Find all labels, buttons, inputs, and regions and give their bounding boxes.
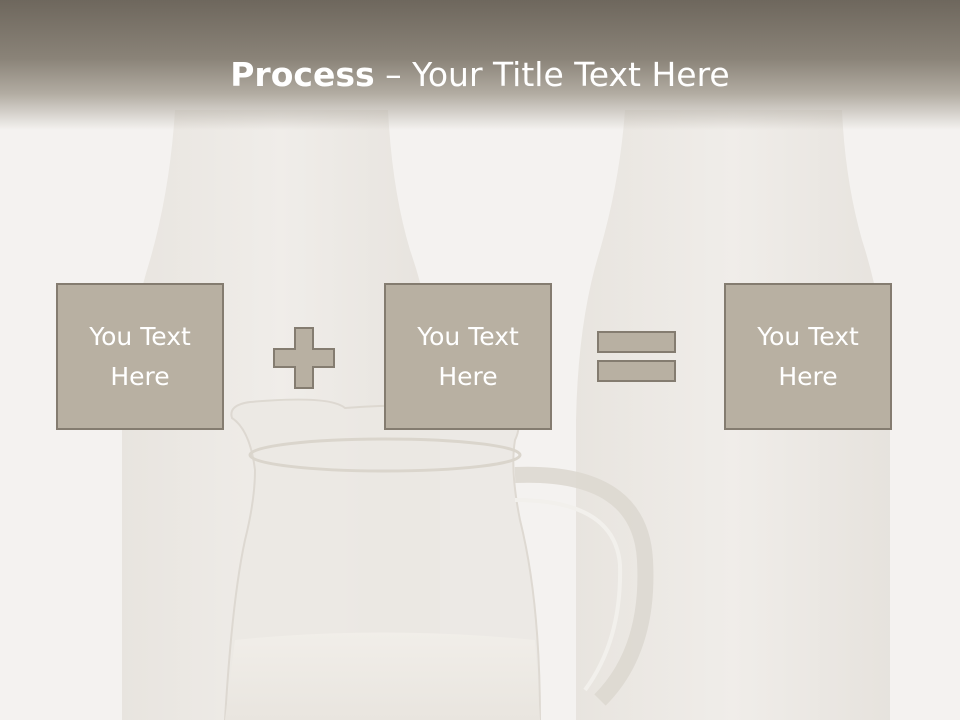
process-box-text: You Text Here: [89, 321, 191, 391]
process-box-text: You Text Here: [757, 321, 859, 391]
plus-icon: [273, 327, 335, 389]
equals-icon: [597, 331, 676, 382]
process-box-text: You Text Here: [417, 321, 519, 391]
process-box-2: You Text Here: [384, 283, 552, 430]
title-rest: – Your Title Text Here: [374, 55, 730, 94]
slide-title: Process – Your Title Text Here: [0, 54, 960, 96]
title-bar: [0, 0, 960, 130]
process-box-3: You Text Here: [724, 283, 892, 430]
title-bold: Process: [230, 55, 375, 94]
process-box-1: You Text Here: [56, 283, 224, 430]
